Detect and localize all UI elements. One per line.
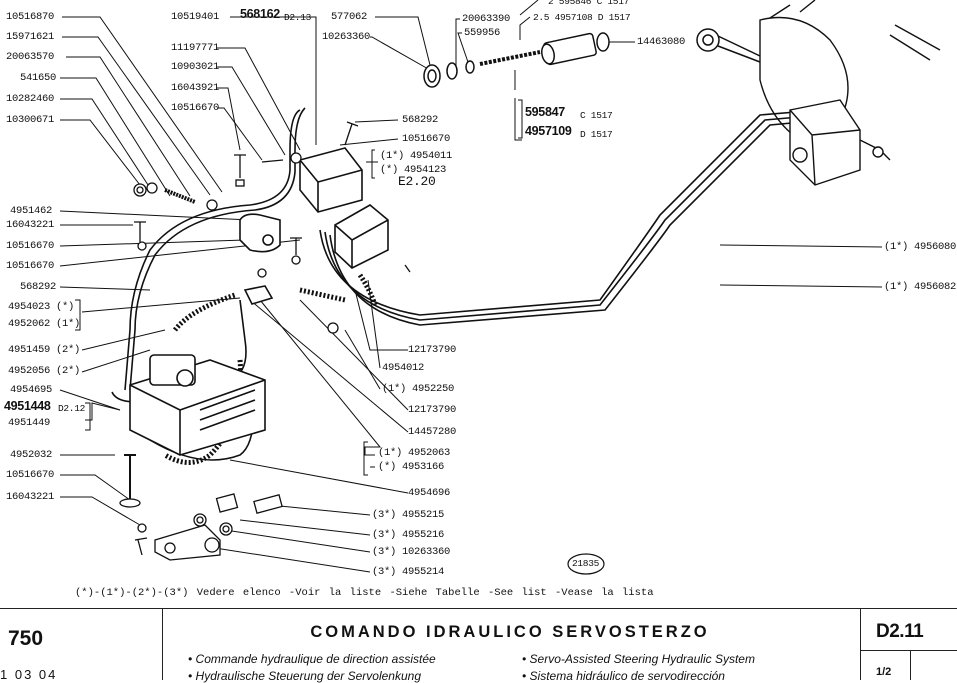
part-label-4951448: 4951448	[4, 399, 51, 413]
subtitle-fr: • Commande hydraulique de direction assi…	[188, 652, 436, 666]
part-label-10516670-e: 10516670	[6, 469, 55, 481]
part-label-4954695: 4954695	[10, 384, 53, 396]
part-label-10516870-a: 10516870	[6, 11, 55, 23]
part-label-12173790-b: 12173790	[408, 404, 457, 416]
section-code: D2.11	[876, 621, 924, 642]
divider	[860, 609, 861, 680]
part-label-10903021: 10903021	[171, 61, 220, 73]
divider	[162, 609, 163, 680]
part-label-4957108: 2.5 4957108 D 1517	[533, 12, 631, 23]
part-label-10516670-c: 10516670	[6, 240, 55, 252]
part-label-4956082: (1*) 4956082	[884, 281, 957, 293]
part-label-10300671: 10300671	[6, 114, 55, 126]
exploded-parts-drawing	[59, 0, 941, 575]
part-label-10516670-b: 10516670	[402, 133, 451, 145]
part-label-12173790-a: 12173790	[408, 344, 457, 356]
part-label-4954696: 4954696	[408, 487, 451, 499]
part-label-4951459: 4951459 (2*)	[8, 344, 81, 356]
part-label-14463080: 14463080	[637, 36, 686, 48]
title-block: 750 1 03 04 COMANDO IDRAULICO SERVOSTERZ…	[0, 608, 957, 683]
part-label-568162: 568162	[240, 7, 280, 21]
part-label-16043921: 16043921	[171, 82, 220, 94]
part-label-4955215: (3*) 4955215	[372, 509, 445, 521]
part-label-10263360-b: (3*) 10263360	[372, 546, 451, 558]
subtitle-en: • Servo-Assisted Steering Hydraulic Syst…	[522, 652, 755, 666]
part-label-4951449: 4951449	[8, 417, 51, 429]
part-label-595846: 2 595846 C 1517	[548, 0, 630, 7]
part-label-568292-a: 568292	[402, 114, 439, 126]
part-label-10519401: 10519401	[171, 11, 220, 23]
part-label-4952062: 4952062 (1*)	[8, 318, 81, 330]
drawing-reference-number: 21835	[572, 558, 600, 569]
part-label-16043221-b: 16043221	[6, 491, 55, 503]
part-label-595847: 595847	[525, 105, 565, 119]
part-label-20063570: 20063570	[6, 51, 55, 63]
part-label-541650: 541650	[20, 72, 57, 84]
drawing-ref-oval	[567, 553, 605, 575]
part-label-10516670-a: 10516670	[171, 102, 220, 114]
part-label-11197771: 11197771	[171, 42, 220, 54]
part-label-10263360-a: 10263360	[322, 31, 371, 43]
page-title: COMANDO IDRAULICO SERVOSTERZO	[310, 623, 710, 641]
part-label-4955216: (3*) 4955216	[372, 529, 445, 541]
part-label-4952250: (1*) 4952250	[382, 383, 455, 395]
part-label-4951462: 4951462	[10, 205, 53, 217]
part-label-4954012: 4954012	[382, 362, 425, 374]
part-label-15971621: 15971621	[6, 31, 55, 43]
divider	[860, 650, 957, 651]
part-label-559956: 559956	[464, 27, 501, 39]
part-label-4954023: 4954023 (*)	[8, 301, 75, 313]
subtitle-es: • Sistema hidráulico de servodirección	[522, 669, 725, 683]
part-label-4954011: (1*) 4954011	[380, 150, 453, 162]
model-number: 750	[8, 627, 44, 650]
sheet-number: 1/2	[876, 666, 892, 678]
part-label-4956080: (1*) 4956080	[884, 241, 957, 253]
part-label-10516670-d: 10516670	[6, 260, 55, 272]
part-label-10282460: 10282460	[6, 93, 55, 105]
part-label-4957109-ref: D 1517	[580, 129, 613, 140]
part-label-4954123: (*) 4954123	[380, 164, 447, 176]
part-label-4951448-ref: D2.12	[58, 403, 86, 414]
part-label-16043221-a: 16043221	[6, 219, 55, 231]
part-label-568292-b: 568292	[20, 281, 57, 293]
part-label-4955214: (3*) 4955214	[372, 566, 445, 578]
part-label-4957109: 4957109	[525, 124, 572, 138]
part-label-4952032: 4952032	[10, 449, 53, 461]
part-label-4952063: (1*) 4952063	[378, 447, 451, 459]
subtitle-de: • Hydraulische Steuerung der Servolenkun…	[188, 669, 422, 683]
footnote-see-list: (*)-(1*)-(2*)-(3*) Vedere elenco -Voir l…	[75, 587, 654, 599]
part-label-4952056: 4952056 (2*)	[8, 365, 81, 377]
part-label-568162-ref: D2.13	[284, 12, 312, 23]
divider	[910, 650, 911, 680]
part-label-577062: 577062	[331, 11, 368, 23]
part-label-4953166: (*) 4953166	[378, 461, 445, 473]
part-label-595847-ref: C 1517	[580, 110, 613, 121]
revision-date: 1 03 04	[0, 667, 58, 682]
part-label-20063390: 20063390	[462, 13, 511, 25]
part-label-E2-20: E2.20	[398, 174, 436, 189]
part-label-14457280: 14457280	[408, 426, 457, 438]
